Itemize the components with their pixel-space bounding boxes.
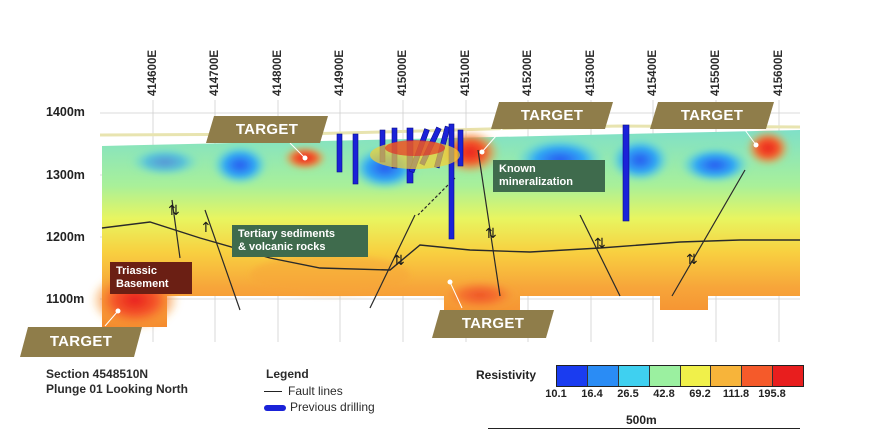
svg-text:⇅: ⇅ xyxy=(594,236,606,252)
target-leaders xyxy=(104,127,757,327)
tertiary-sediments-label: Tertiary sediments & volcanic rocks xyxy=(232,225,368,257)
target-banner: TARGET xyxy=(20,327,142,357)
colorbar-tick: 69.2 xyxy=(689,388,711,400)
target-banner: TARGET xyxy=(432,310,554,338)
elevation-label: 1300m xyxy=(46,168,85,182)
scale-bar-label: 500m xyxy=(626,413,657,427)
fault-lines xyxy=(171,149,746,311)
target-banner: TARGET xyxy=(206,116,328,143)
fault-line-icon xyxy=(264,391,282,393)
elevation-label: 1200m xyxy=(46,230,85,244)
elevation-label: 1100m xyxy=(46,292,85,306)
known-mineralization-label: Known mineralization xyxy=(493,160,605,192)
colorbar-cell xyxy=(557,366,587,386)
legend-title: Legend xyxy=(266,367,309,381)
svg-text:↑: ↑ xyxy=(200,220,212,236)
colorbar-cell xyxy=(679,366,711,386)
target-banner: TARGET xyxy=(650,102,774,129)
elevation-label: 1400m xyxy=(46,105,85,119)
mineralization-zone xyxy=(370,140,460,169)
colorbar-cell xyxy=(648,366,680,386)
section-info: Section 4548510N Plunge 01 Looking North xyxy=(46,367,189,396)
colorbar-tick: 26.5 xyxy=(617,388,639,400)
colorbar-cell xyxy=(617,366,649,386)
fault-arrows: ⇅ ↑ ⇅ ⇅ ⇅ ⇅ xyxy=(168,203,698,269)
colorbar-tick: 10.1 xyxy=(545,388,567,400)
colorbar-cell xyxy=(586,366,618,386)
resistivity-title: Resistivity xyxy=(476,368,537,382)
colorbar-tick: 195.8 xyxy=(758,388,786,400)
triassic-basement-label: Triassic Basement xyxy=(110,262,192,294)
drill-hole-icon xyxy=(264,404,286,411)
svg-text:⇅: ⇅ xyxy=(393,253,405,269)
scale-bar-line xyxy=(488,428,800,429)
colorbar-cell xyxy=(710,366,742,386)
colorbar-cell xyxy=(772,366,803,386)
colorbar-cell xyxy=(741,366,773,386)
resistivity-colorbar xyxy=(556,365,804,387)
target-banner: TARGET xyxy=(491,102,613,129)
colorbar-tick: 111.8 xyxy=(722,388,750,400)
colorbar-tick: 16.4 xyxy=(581,388,603,400)
legend-drilling: Previous drilling xyxy=(264,400,375,414)
svg-text:⇅: ⇅ xyxy=(168,203,180,219)
svg-text:⇅: ⇅ xyxy=(485,226,497,242)
legend-fault: Fault lines xyxy=(264,384,343,398)
colorbar-tick: 42.8 xyxy=(653,388,675,400)
svg-text:⇅: ⇅ xyxy=(686,252,698,268)
